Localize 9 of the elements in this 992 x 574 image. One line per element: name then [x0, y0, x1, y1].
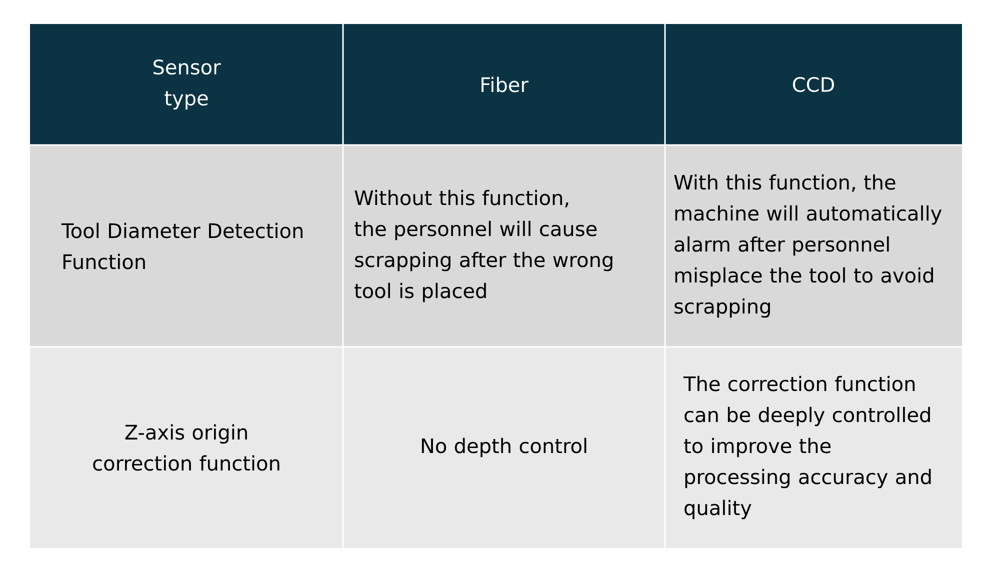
table-cell: With this function, the machine will automatically alarm after personnel misplace the tool to avoid scrapping	[665, 145, 962, 347]
table-cell: No depth control	[343, 347, 665, 548]
table-cell: Fiber	[343, 24, 665, 145]
table-cell: Sensor type	[30, 24, 343, 145]
table-cell: Tool Diameter Detection Function	[30, 145, 343, 347]
table-cell: Z-axis origin correction function	[30, 347, 343, 548]
table-cell: CCD	[665, 24, 962, 145]
table-cell: The correction function can be deeply controlled to improve the processing accuracy and quality	[665, 347, 962, 548]
table-cell: Without this function, the personnel will cause scrapping after the wrong tool is placed	[343, 145, 665, 347]
